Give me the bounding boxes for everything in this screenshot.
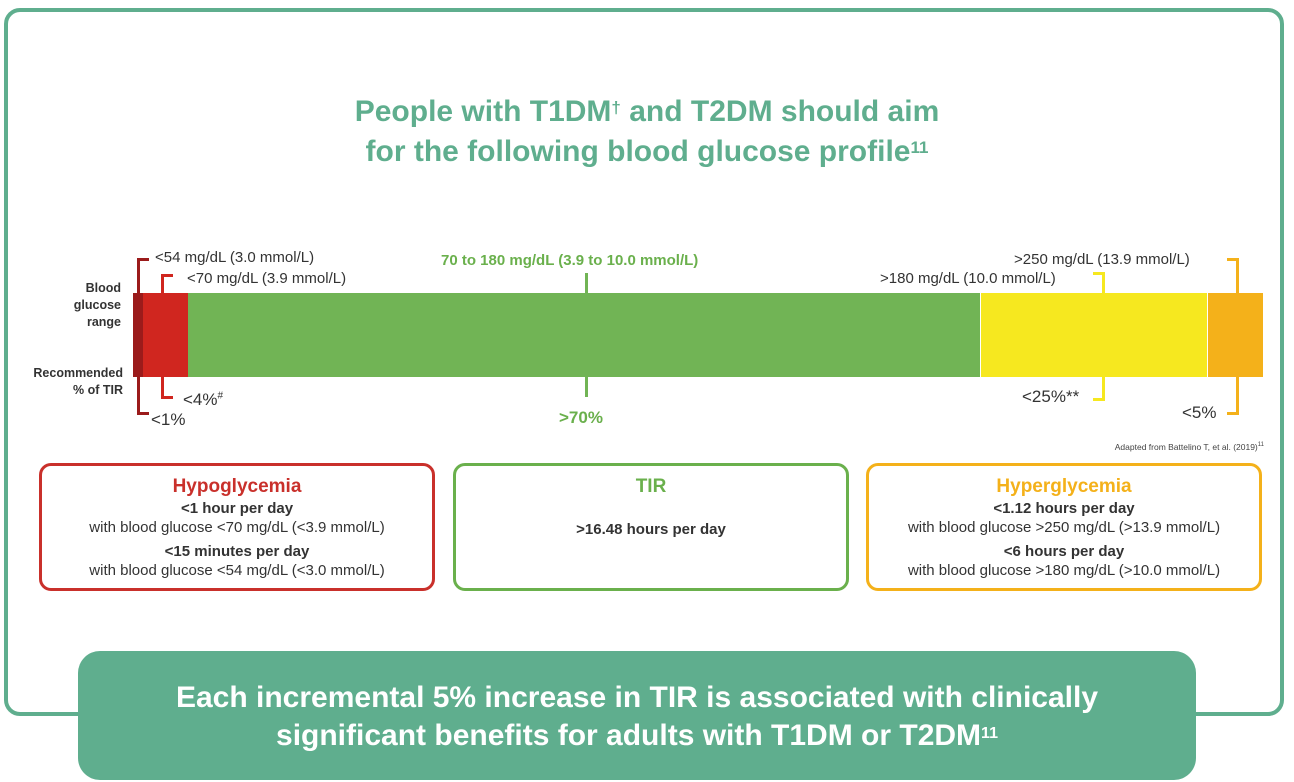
percent-high: <25%**	[1022, 387, 1080, 406]
bracket-very-low-top	[137, 258, 149, 296]
recommended-tir-label: Recommended % of TIR	[33, 366, 123, 397]
hyperglycemia-box: Hyperglycemia <1.12 hours per day with b…	[866, 463, 1262, 591]
tir-benefit-banner: Each incremental 5% increase in TIR is a…	[78, 651, 1196, 780]
range-target-label: 70 to 180 mg/dL (3.9 to 10.0 mmol/L)	[441, 252, 699, 269]
tick-target-bottom	[585, 377, 588, 397]
percent-target: >70%	[559, 408, 603, 427]
hyperglycemia-title: Hyperglycemia	[996, 476, 1132, 497]
bracket-very-high-bottom	[1227, 377, 1239, 415]
percent-very-high: <5%	[1182, 403, 1217, 422]
tick-target-top	[585, 273, 588, 293]
source-citation: Adapted from Battelino T, et al. (2019)1…	[1114, 442, 1264, 452]
bracket-low-bottom	[161, 377, 173, 399]
percent-low: <4%#	[183, 390, 224, 409]
range-very-low-label: <54 mg/dL (3.0 mmol/L)	[155, 249, 315, 266]
bracket-high-bottom	[1093, 377, 1105, 401]
bracket-very-high-top	[1227, 258, 1239, 296]
blood-glucose-range-label: Blood glucose range	[73, 281, 121, 329]
segment-high	[981, 293, 1207, 377]
bracket-high-top	[1093, 272, 1105, 296]
hypoglycemia-box: Hypoglycemia <1 hour per day with blood …	[39, 463, 435, 591]
page-title: People with T1DM† and T2DM should aim fo…	[354, 95, 940, 168]
segment-very-high	[1208, 293, 1263, 377]
tir-title: TIR	[635, 476, 667, 497]
segment-low	[143, 293, 188, 377]
hypoglycemia-title: Hypoglycemia	[172, 476, 302, 497]
range-high-label: >180 mg/dL (10.0 mmol/L)	[880, 270, 1056, 287]
bracket-low-top	[161, 274, 173, 296]
percent-very-low: <1%	[151, 410, 186, 429]
tir-box: TIR >16.48 hours per day	[453, 463, 849, 591]
segment-target	[188, 293, 980, 377]
range-very-high-label: >250 mg/dL (13.9 mmol/L)	[1014, 251, 1190, 268]
range-low-label: <70 mg/dL (3.9 mmol/L)	[187, 270, 347, 287]
bracket-very-low-bottom	[137, 377, 149, 415]
segment-very-low	[133, 293, 143, 377]
